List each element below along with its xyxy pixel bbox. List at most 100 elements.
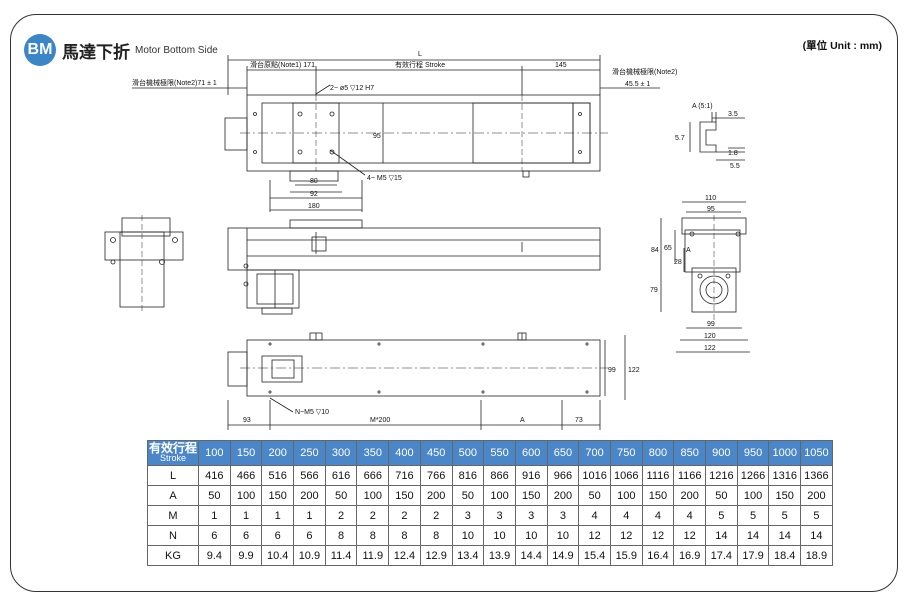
table-cell: 6 [229, 525, 263, 546]
table-cell: 15.4 [578, 545, 611, 566]
end-99: 99 [707, 321, 715, 328]
table-cell: 9.9 [229, 545, 263, 566]
table-cell: 100 [483, 485, 516, 506]
side-view-left [104, 215, 184, 312]
dim-95-top: 95 [373, 133, 381, 140]
table-cell: 616 [324, 465, 358, 486]
stroke-col-16: 900 [705, 440, 738, 466]
row-label: N [147, 525, 199, 546]
page-frame [10, 14, 898, 592]
detail-3-5: 3.5 [728, 111, 738, 118]
table-cell: 3 [483, 505, 516, 526]
detail-5-7: 5.7 [675, 135, 685, 142]
table-cell: 8 [324, 525, 358, 546]
table-cell: 100 [736, 485, 770, 506]
table-cell: 6 [293, 525, 326, 546]
stroke-col-2: 200 [261, 440, 295, 466]
table-cell: 14 [800, 525, 833, 546]
table-cell: 3 [451, 505, 485, 526]
dim-stroke: 有效行程 Stroke [395, 60, 445, 69]
bottom-view [227, 332, 626, 430]
table-cell: 50 [198, 485, 231, 506]
stroke-col-11: 650 [546, 440, 580, 466]
table-cell: 6 [261, 525, 295, 546]
table-cell: 666 [356, 465, 390, 486]
end-120: 120 [704, 333, 716, 340]
table-cell: 17.9 [736, 545, 770, 566]
end-84: 84 [651, 247, 659, 254]
table-cell: 18.4 [768, 545, 802, 566]
bottom-73: 73 [575, 417, 583, 424]
table-cell: 8 [419, 525, 453, 546]
table-cell: 13.4 [451, 545, 485, 566]
front-view [227, 219, 601, 315]
table-cell: 12 [641, 525, 675, 546]
table-cell: 200 [546, 485, 580, 506]
table-cell: 2 [419, 505, 453, 526]
table-cell: 1216 [705, 465, 738, 486]
table-cell: 8 [356, 525, 390, 546]
table-cell: 50 [451, 485, 485, 506]
table-cell: 3 [546, 505, 580, 526]
technical-drawing: L 滑台原點(Note1) 171 有效行程 Stroke 145 滑台機械極限… [104, 51, 750, 430]
stroke-header-cn: 有效行程 [148, 441, 197, 455]
table-cell: 150 [641, 485, 675, 506]
table-cell: 12 [673, 525, 706, 546]
table-cell: 5 [768, 505, 802, 526]
table-cell: 10 [514, 525, 548, 546]
table-cell: 12.4 [388, 545, 421, 566]
table-cell: 200 [293, 485, 326, 506]
table-cell: 150 [768, 485, 802, 506]
table-cell: 100 [356, 485, 390, 506]
stroke-col-14: 800 [641, 440, 675, 466]
table-cell: 1 [198, 505, 231, 526]
table-cell: 716 [388, 465, 421, 486]
table-cell: 150 [514, 485, 548, 506]
page-title-cn: 馬達下折 [62, 42, 130, 62]
stroke-col-5: 350 [356, 440, 390, 466]
table-cell: 1 [293, 505, 326, 526]
dim-80: 80 [310, 178, 318, 185]
table-cell: 1166 [673, 465, 706, 486]
row-label: L [147, 465, 199, 486]
stroke-header: 有效行程 Stroke [147, 440, 199, 466]
table-cell: 13.9 [483, 545, 516, 566]
stroke-col-9: 550 [483, 440, 516, 466]
table-cell: 4 [578, 505, 611, 526]
table-cell: 916 [514, 465, 548, 486]
dim-L: L [418, 51, 422, 58]
table-cell: 6 [198, 525, 231, 546]
stroke-header-en: Stroke [159, 453, 186, 463]
table-cell: 516 [261, 465, 295, 486]
stroke-col-17: 950 [736, 440, 770, 466]
bottom-nm5: N−M5 ▽10 [295, 409, 329, 416]
stroke-col-4: 300 [324, 440, 358, 466]
dim-180: 180 [308, 203, 320, 210]
end-110: 110 [705, 195, 716, 202]
end-122: 122 [704, 345, 716, 352]
end-28: 28 [674, 259, 682, 266]
unit-label: (單位 Unit : mm) [802, 40, 882, 52]
table-cell: 416 [198, 465, 231, 486]
stroke-col-8: 500 [451, 440, 485, 466]
table-cell: 5 [736, 505, 770, 526]
bottom-a: A [520, 417, 525, 424]
table-cell: 15.9 [609, 545, 643, 566]
mech-limit-left: 滑台機械極限(Note2)71 ± 1 [132, 78, 217, 87]
page-header: BM 馬達下折 Motor Bottom Side [24, 34, 218, 66]
row-label: A [147, 485, 199, 506]
table-cell: 816 [451, 465, 485, 486]
stroke-col-7: 450 [419, 440, 453, 466]
bottom-122: 122 [628, 367, 640, 374]
table-cell: 4 [609, 505, 643, 526]
table-cell: 3 [514, 505, 548, 526]
table-cell: 4 [673, 505, 706, 526]
detail-a-view [689, 112, 745, 161]
table-cell: 2 [324, 505, 358, 526]
table-cell: 1066 [609, 465, 643, 486]
table-cell: 14 [705, 525, 738, 546]
bottom-m200: M*200 [370, 417, 390, 424]
